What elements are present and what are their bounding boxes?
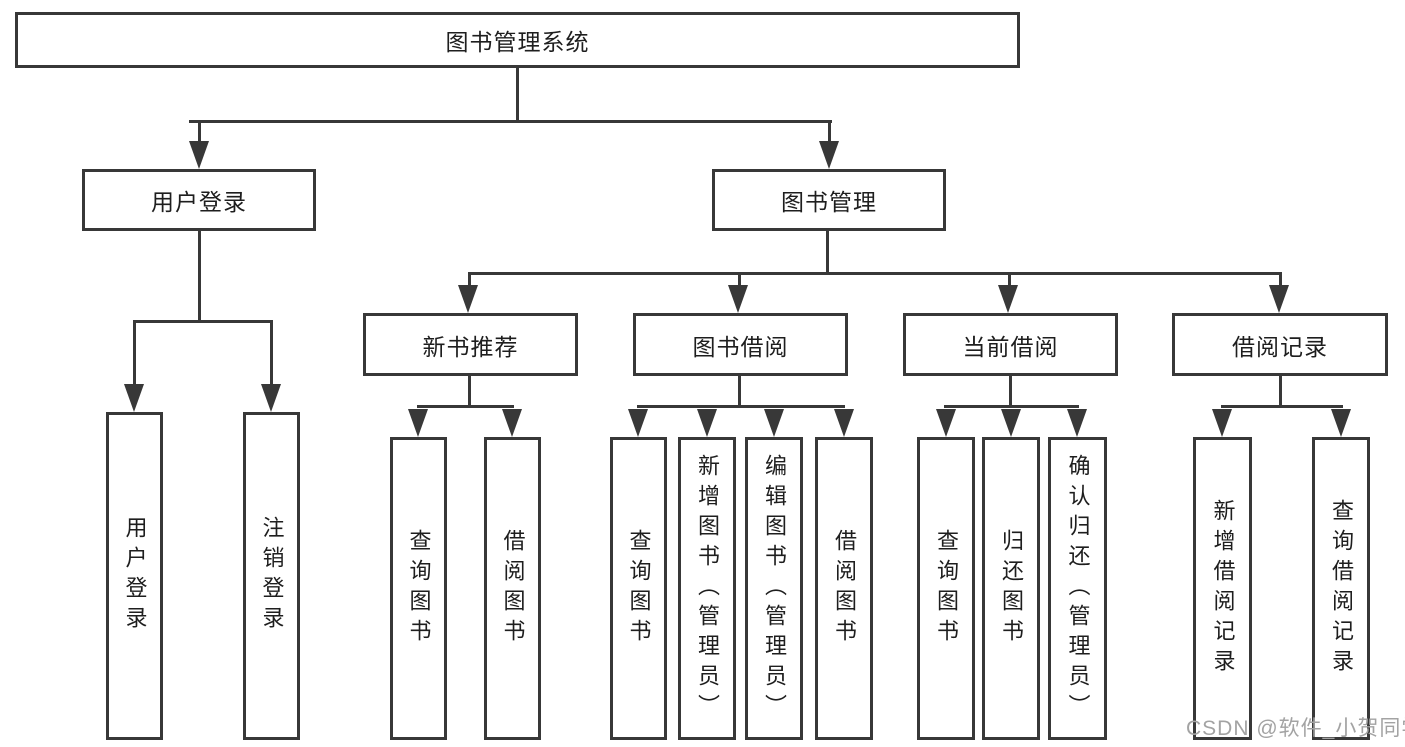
node-label: 图书管理 [781, 189, 877, 215]
leaf-user-login: 用户登录 [106, 412, 163, 740]
node-label: 用户登录 [151, 189, 247, 215]
connector-book-mgmt-stem [826, 231, 829, 274]
node-new-book-recommend: 新书推荐 [363, 313, 578, 376]
connector-drop [198, 122, 201, 144]
node-book-borrow: 图书借阅 [633, 313, 848, 376]
arrow-down-icon [1269, 285, 1289, 313]
node-label: 查询图书 [934, 528, 959, 649]
node-label: 查询借阅记录 [1329, 498, 1354, 679]
node-label: 编辑图书（管理员） [762, 453, 787, 724]
connector-drop [133, 322, 136, 386]
node-label: 借阅记录 [1232, 333, 1328, 360]
node-library-management-system: 图书管理系统 [15, 12, 1020, 68]
arrow-down-icon [502, 409, 522, 437]
node-borrow-records: 借阅记录 [1172, 313, 1388, 376]
connector-root-stem [516, 68, 519, 122]
connector-borrow-hline [637, 405, 845, 408]
connector-current-stem [1009, 376, 1012, 407]
node-user-login: 用户登录 [82, 169, 316, 231]
arrow-down-icon [189, 141, 209, 169]
arrow-down-icon [998, 285, 1018, 313]
connector-user-login-stem [198, 231, 201, 322]
connector-drop [828, 122, 831, 144]
watermark: CSDN @软件_小贺同学 [1186, 717, 1405, 740]
leaf-recommend-query-books: 查询图书 [390, 437, 447, 740]
connector-borrow-stem [738, 376, 741, 407]
connector-recommend-hline [417, 405, 514, 408]
connector-drop [1008, 274, 1011, 288]
leaf-add-books-admin: 新增图书（管理员） [678, 437, 736, 740]
connector-root-hline [189, 120, 832, 123]
leaf-logout: 注销登录 [243, 412, 300, 740]
leaf-add-borrow-record: 新增借阅记录 [1193, 437, 1252, 740]
connector-drop [738, 274, 741, 288]
leaf-edit-books-admin: 编辑图书（管理员） [745, 437, 803, 740]
leaf-confirm-return-admin: 确认归还（管理员） [1048, 437, 1107, 740]
node-label: 用户登录 [122, 516, 148, 636]
connector-user-login-hline [133, 320, 273, 323]
arrow-down-icon [1067, 409, 1087, 437]
node-book-management: 图书管理 [712, 169, 946, 231]
arrow-down-icon [1001, 409, 1021, 437]
arrow-down-icon [261, 384, 281, 412]
arrow-down-icon [458, 285, 478, 313]
node-label: 新增图书（管理员） [695, 453, 720, 724]
leaf-current-query-books: 查询图书 [917, 437, 975, 740]
arrow-down-icon [124, 384, 144, 412]
node-label: 图书借阅 [692, 333, 789, 360]
leaf-borrow-query-books: 查询图书 [610, 437, 667, 740]
node-label: 当前借阅 [962, 333, 1059, 360]
arrow-down-icon [819, 141, 839, 169]
arrow-down-icon [1331, 409, 1351, 437]
arrow-down-icon [764, 409, 784, 437]
node-label: 图书管理系统 [445, 29, 590, 55]
node-label: 确认归还（管理员） [1065, 453, 1091, 724]
leaf-return-books: 归还图书 [982, 437, 1040, 740]
connector-current-hline [944, 405, 1079, 408]
connector-drop [468, 274, 471, 288]
arrow-down-icon [408, 409, 428, 437]
arrow-down-icon [936, 409, 956, 437]
node-label: 注销登录 [259, 516, 285, 636]
node-label: 归还图书 [999, 528, 1024, 649]
node-label: 新书推荐 [422, 333, 519, 360]
node-current-borrow: 当前借阅 [903, 313, 1118, 376]
connector-records-hline [1221, 405, 1343, 408]
node-label: 查询图书 [626, 528, 652, 649]
leaf-recommend-borrow-books: 借阅图书 [484, 437, 541, 740]
connector-book-mgmt-hline [468, 272, 1282, 275]
arrow-down-icon [697, 409, 717, 437]
arrow-down-icon [728, 285, 748, 313]
node-label: 新增借阅记录 [1210, 498, 1236, 679]
arrow-down-icon [834, 409, 854, 437]
node-label: 借阅图书 [832, 528, 857, 649]
leaf-borrow-books: 借阅图书 [815, 437, 873, 740]
arrow-down-icon [628, 409, 648, 437]
connector-records-stem [1279, 376, 1282, 407]
node-label: 查询图书 [406, 528, 432, 649]
leaf-query-borrow-record: 查询借阅记录 [1312, 437, 1370, 740]
connector-drop [270, 322, 273, 386]
connector-recommend-stem [468, 376, 471, 407]
connector-drop [1279, 274, 1282, 288]
arrow-down-icon [1212, 409, 1232, 437]
node-label: 借阅图书 [500, 528, 526, 649]
